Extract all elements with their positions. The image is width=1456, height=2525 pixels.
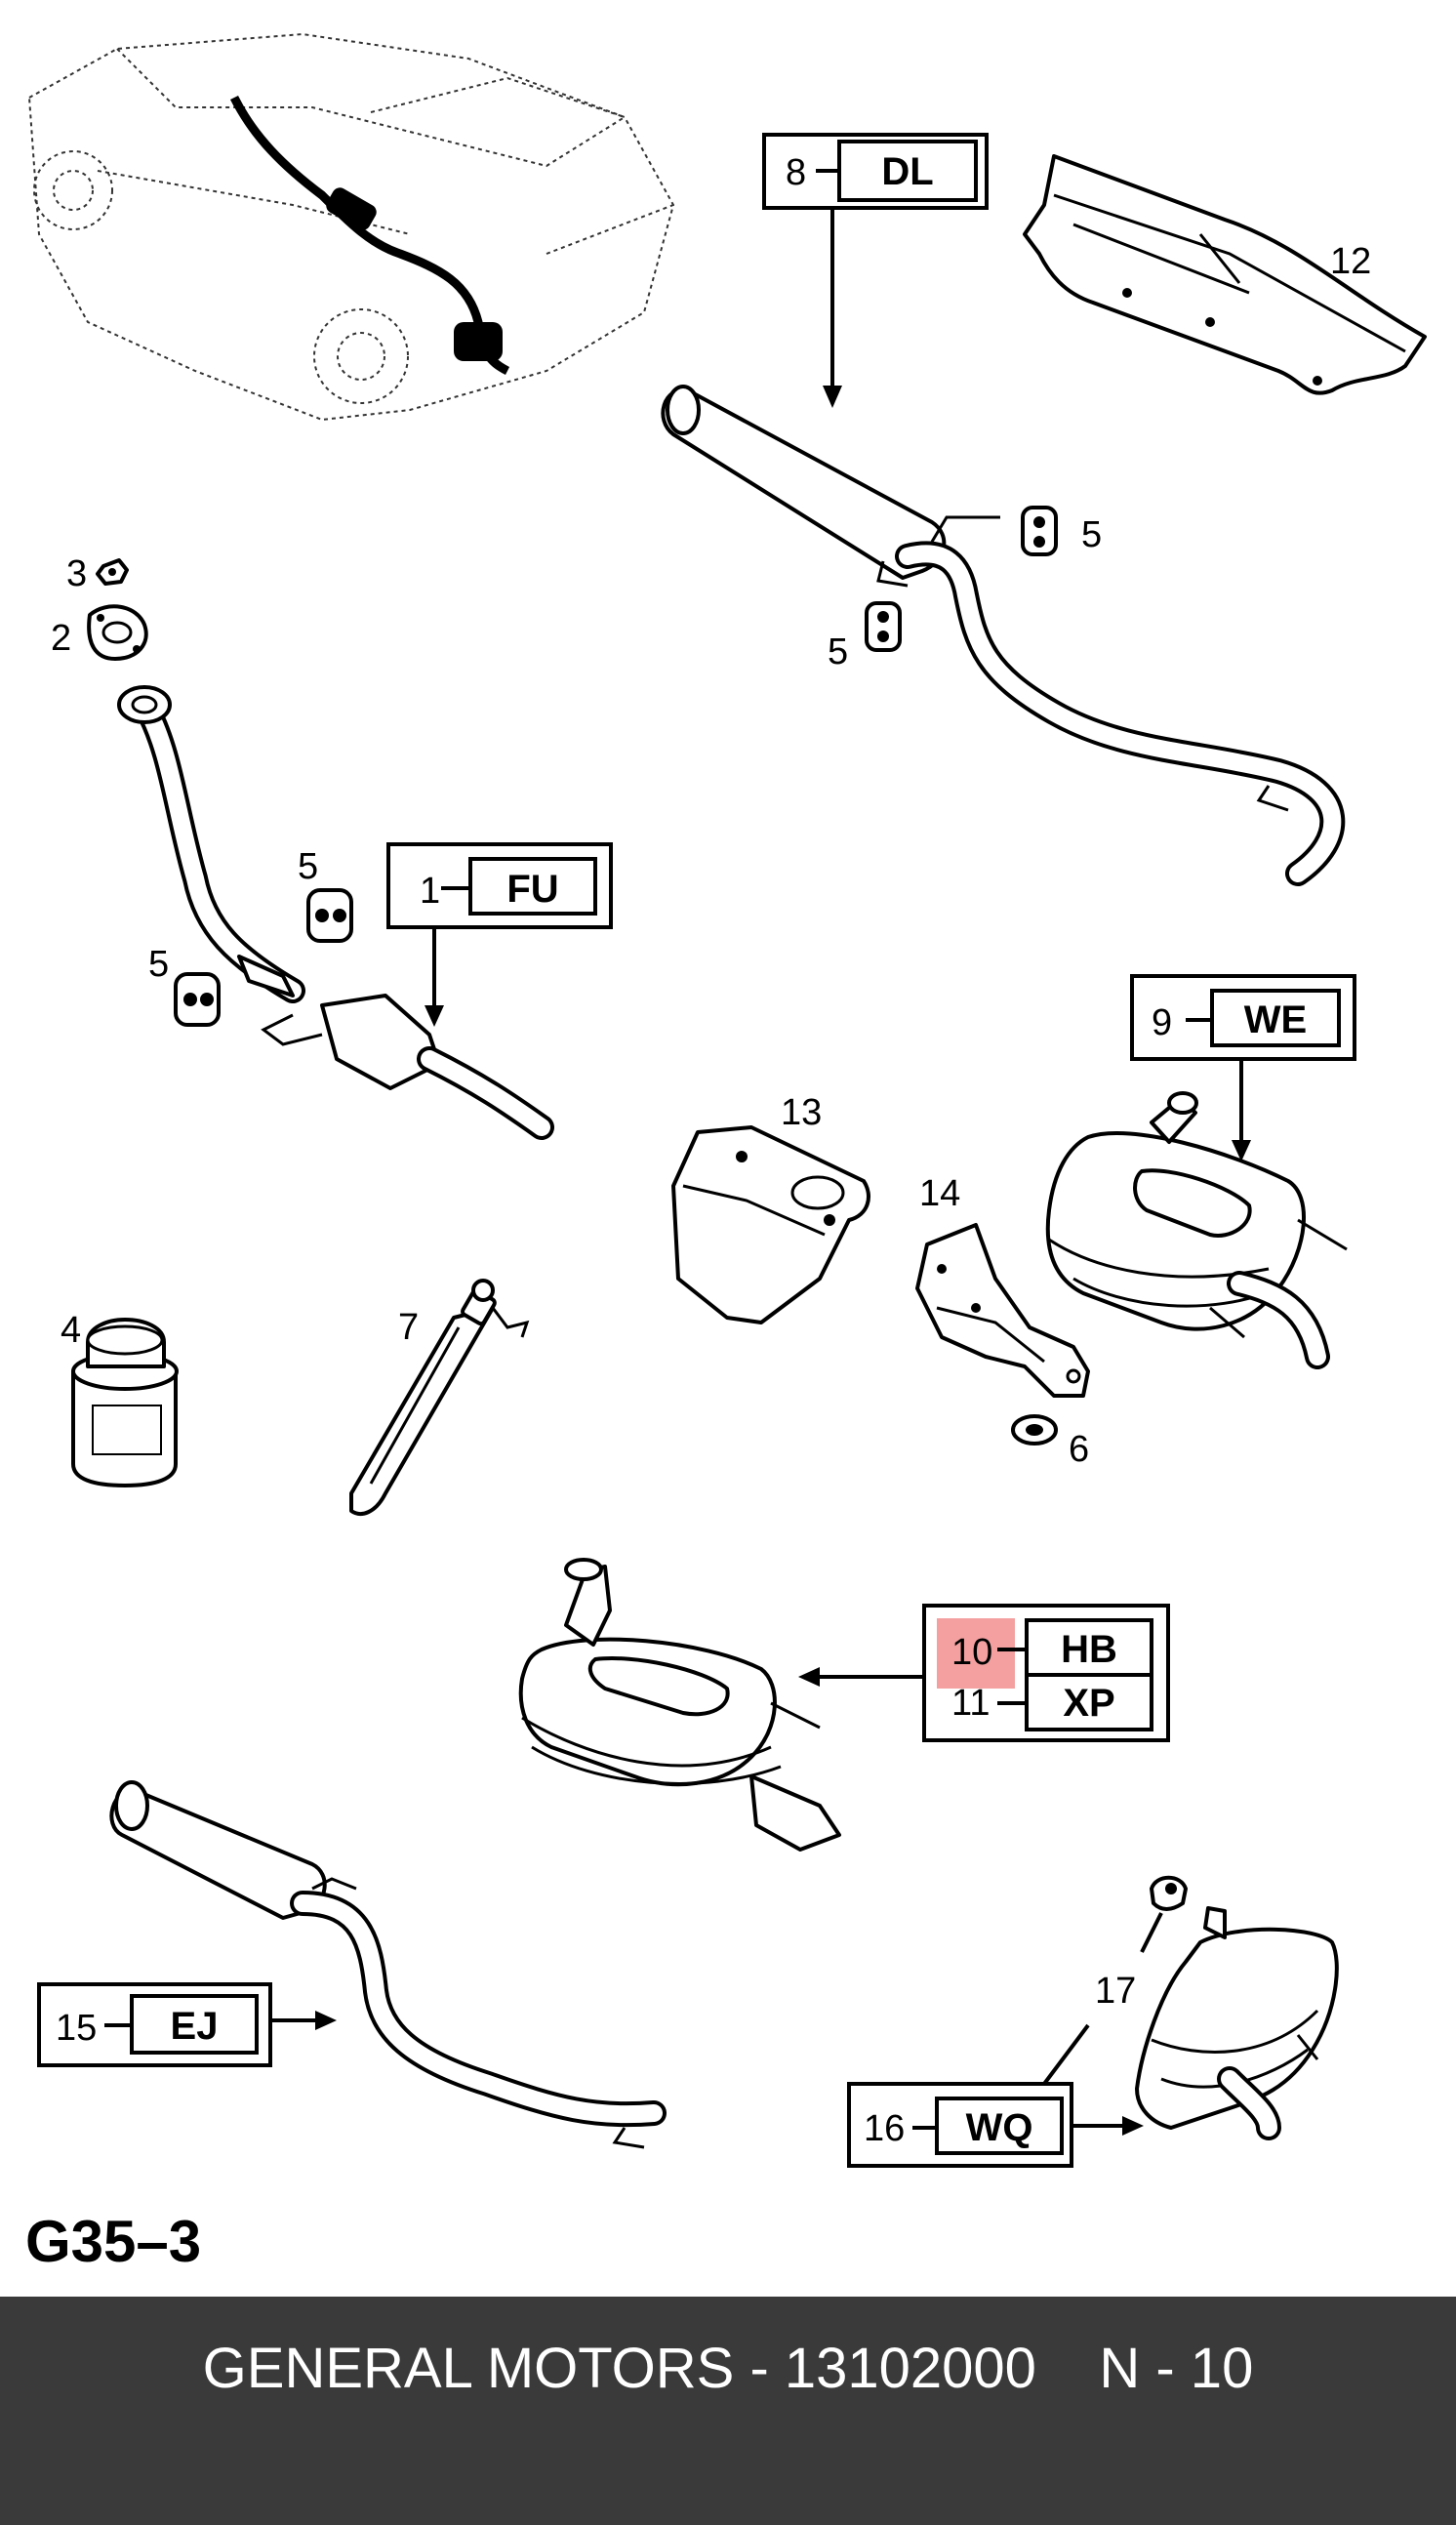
callout-10-11: 10 HB 11 XP (798, 1604, 1170, 1742)
sealant-jar (71, 1318, 179, 1487)
gasket (87, 604, 148, 661)
label-17: 17 (1095, 1971, 1136, 2012)
callout-11-number: 11 (951, 1683, 990, 1724)
rear-muffler-wq (1135, 1906, 1339, 2140)
rear-muffler-we (1045, 1091, 1348, 1369)
center-muffler-pipe (661, 385, 1346, 886)
callout-16-code: WQ (966, 2106, 1033, 2149)
label-13: 13 (781, 1092, 822, 1133)
callout-11-code: XP (1063, 1682, 1114, 1725)
label-5-upper-left: 5 (298, 846, 318, 887)
callout-10-code: HB (1061, 1628, 1117, 1671)
label-2: 2 (51, 618, 71, 659)
label-3: 3 (66, 553, 87, 594)
footer-text: GENERAL MOTORS - 13102000 N - 10 (202, 2337, 1254, 2400)
rear-muffler-hb-xp (518, 1558, 841, 1852)
callout-15-number: 15 (56, 2008, 97, 2049)
label-6: 6 (1069, 1429, 1089, 1470)
exhaust-parts-diagram: 8 DL 5 5 12 (27, 32, 1427, 2168)
callout-8-number: 8 (786, 152, 806, 193)
callout-9-number: 9 (1152, 1002, 1172, 1043)
label-5-center-left: 5 (828, 631, 848, 672)
page-code: G35–3 (25, 2209, 202, 2274)
label-12: 12 (1330, 241, 1371, 282)
callout-8-code: DL (881, 150, 933, 193)
highlight-marker (937, 1618, 1015, 1689)
paste-tube (349, 1279, 530, 1516)
bracket-13 (671, 1125, 870, 1324)
callout-16-number: 16 (864, 2108, 905, 2149)
heat-shield (1023, 154, 1427, 395)
hanger-rubber-5a (1021, 506, 1058, 556)
bracket-14 (915, 1223, 1090, 1398)
washer (1011, 1414, 1058, 1446)
callout-15-ej: 15 EJ (37, 1982, 337, 2067)
callout-1-fu: 1 FU (386, 842, 613, 1027)
callout-16-wq: 16 WQ (847, 2023, 1144, 2168)
label-4: 4 (61, 1310, 81, 1351)
callout-9-we: 9 WE (1130, 974, 1356, 1161)
callout-1-code: FU (506, 868, 558, 911)
label-5-center-right: 5 (1081, 514, 1102, 555)
hanger-rubber-5c (306, 888, 353, 943)
callout-15-code: EJ (171, 2005, 219, 2048)
callout-8-dl: 8 DL (762, 133, 989, 408)
hanger-rubber-5b (865, 601, 902, 652)
clamp (1150, 1875, 1188, 1911)
footer-bar: GENERAL MOTORS - 13102000 N - 10 (0, 2297, 1456, 2525)
callout-9-code: WE (1244, 998, 1307, 1041)
car-overview-illustration (27, 32, 675, 422)
callout-10-number: 10 (951, 1632, 992, 1673)
callout-1-number: 1 (420, 871, 440, 912)
front-pipe-catalytic-converter (117, 685, 554, 1140)
intermediate-pipe-ej (109, 1780, 667, 2149)
label-7: 7 (398, 1307, 419, 1348)
label-5-lower-left: 5 (148, 944, 169, 985)
nut (96, 558, 129, 586)
label-14: 14 (919, 1173, 960, 1214)
hanger-rubber-5d (174, 972, 221, 1027)
